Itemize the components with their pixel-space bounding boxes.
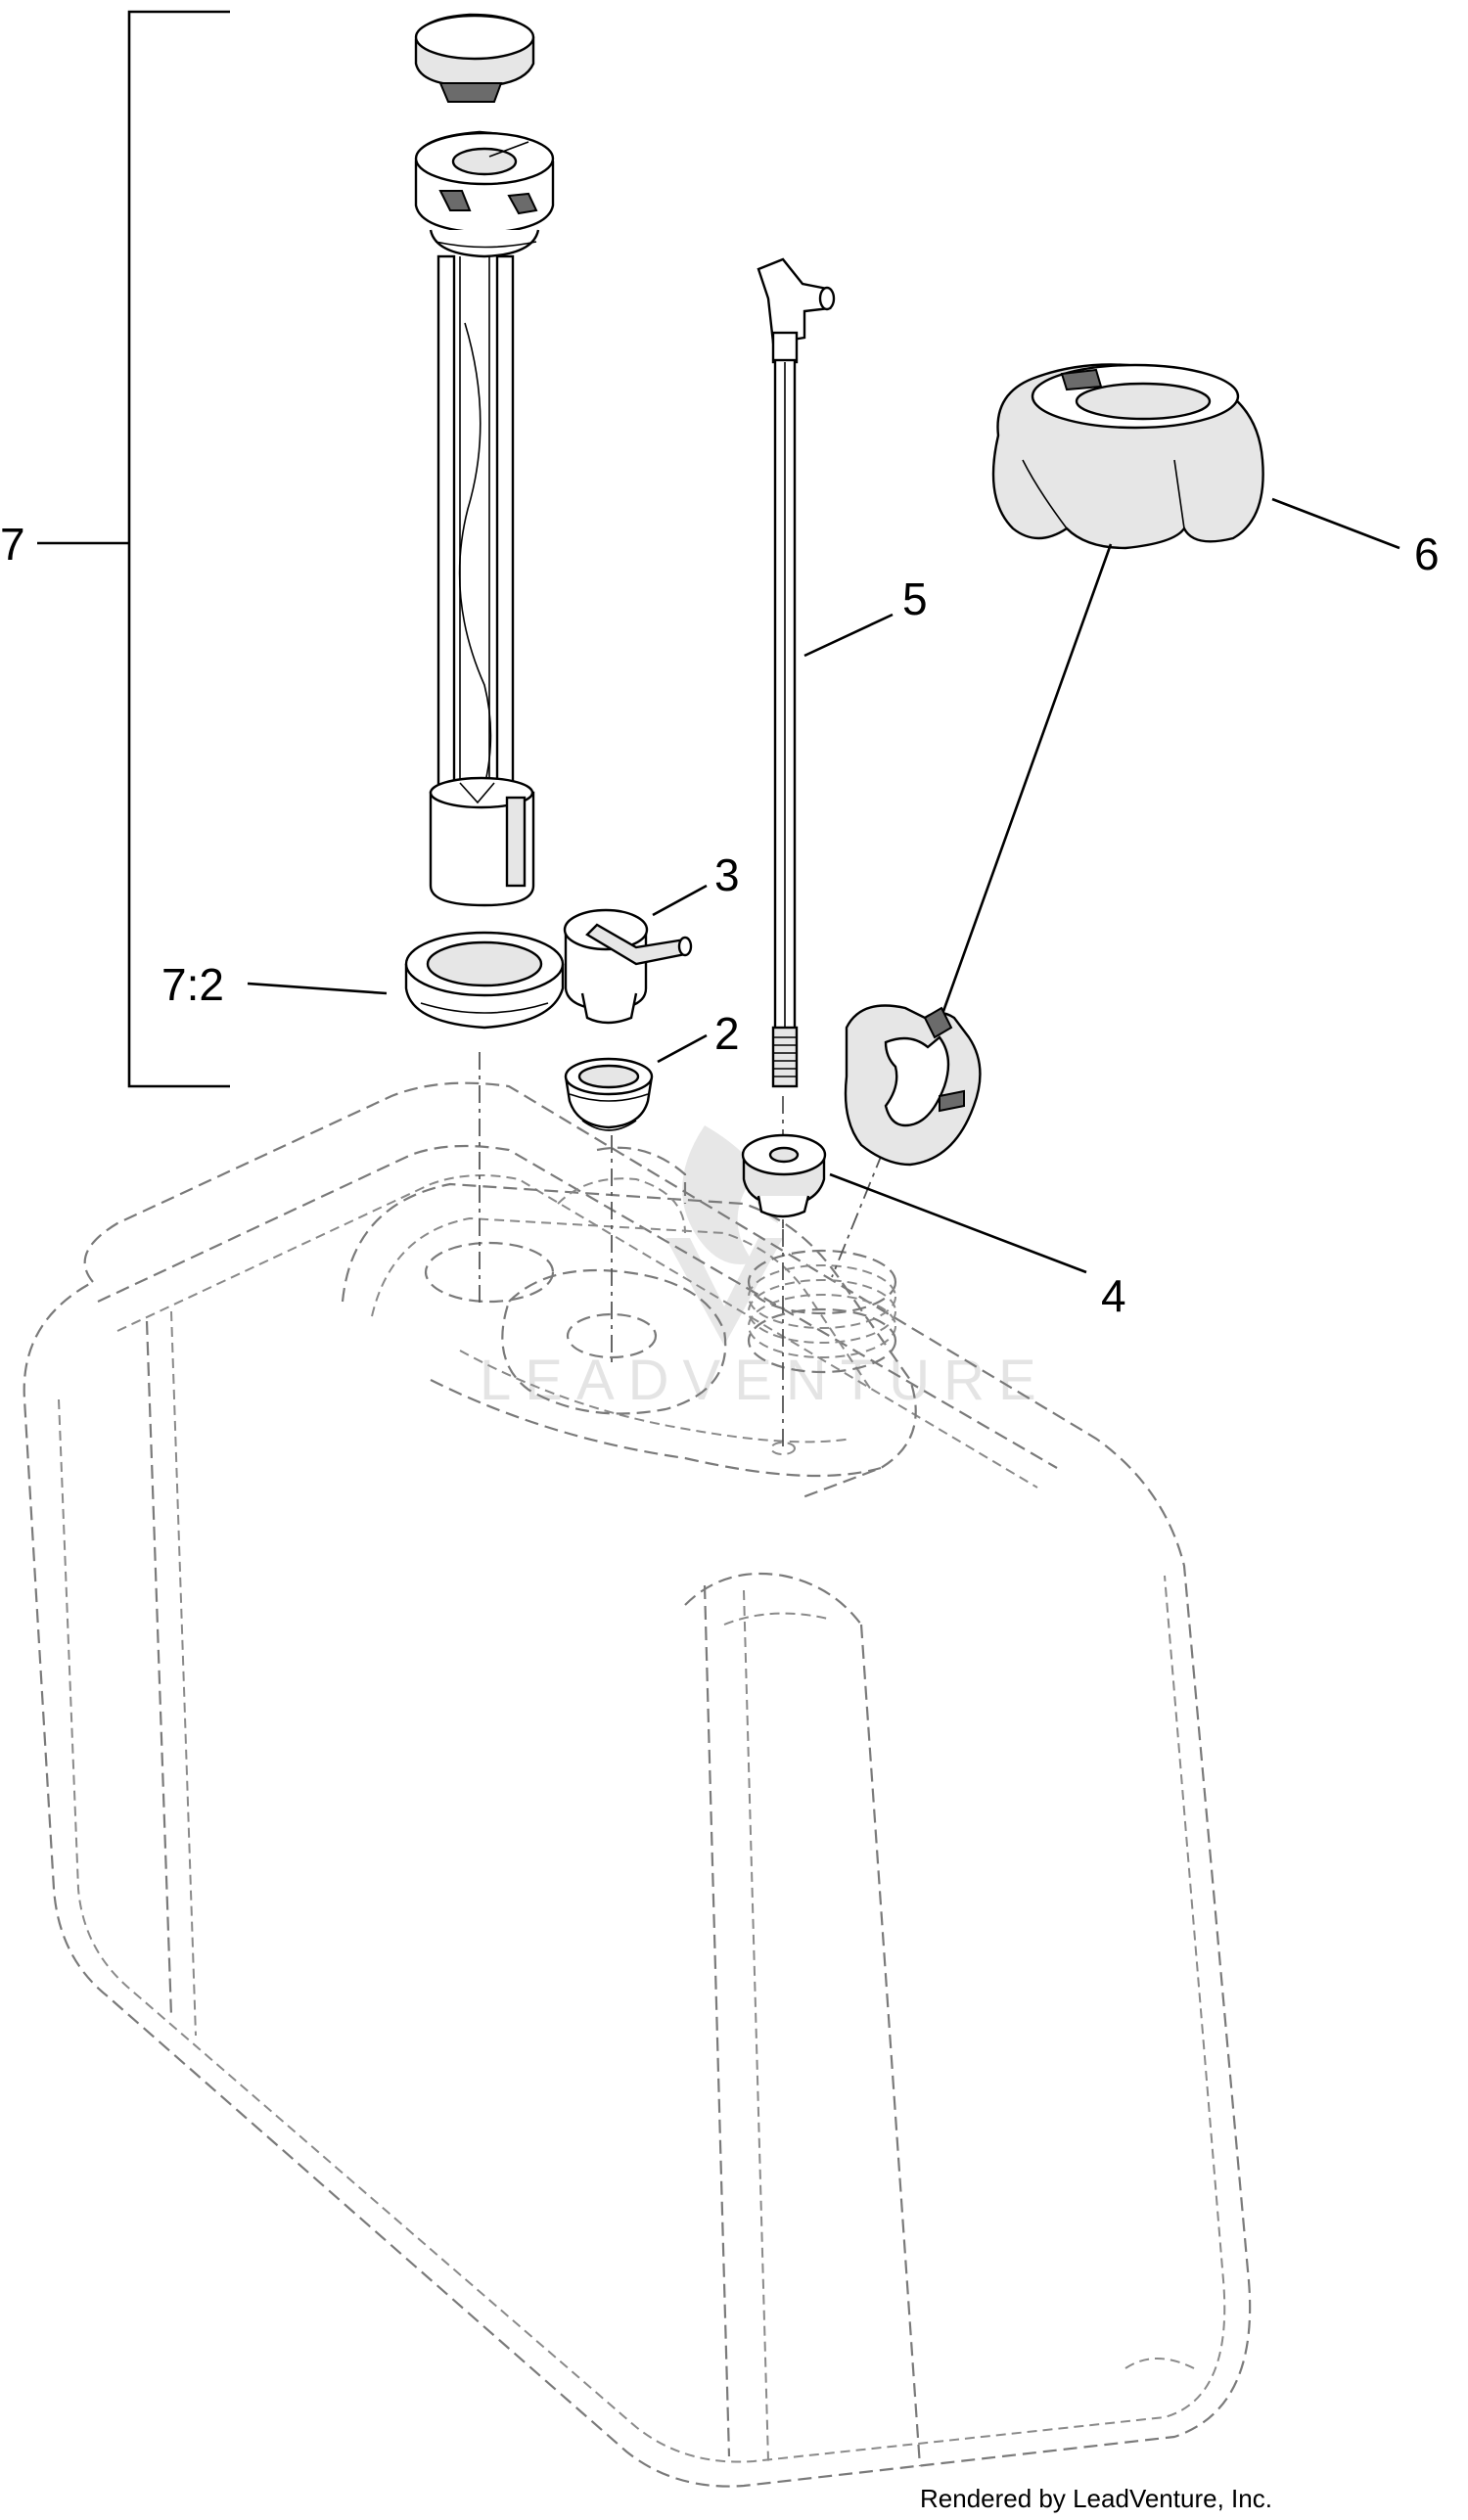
callout-6: 6 xyxy=(1271,497,1440,579)
filler-neck-threads xyxy=(747,1249,897,1374)
callout-label-4: 4 xyxy=(1101,1270,1126,1321)
sender-float xyxy=(429,776,535,907)
footer-credit: Rendered by LeadVenture, Inc. xyxy=(920,2484,1272,2513)
part-4-grommet xyxy=(741,1133,827,1218)
part-5-pickup-tube xyxy=(757,257,836,1088)
part-2-bushing xyxy=(564,1057,654,1131)
sender-top-cap xyxy=(414,13,535,103)
callout-label-7-2: 7:2 xyxy=(161,959,224,1010)
callout-5: 5 xyxy=(803,573,928,658)
fuel-tank xyxy=(23,1081,1252,2488)
callout-label-2: 2 xyxy=(714,1008,740,1059)
callout-7: 7 xyxy=(0,10,230,1088)
sender-flange-head xyxy=(414,130,555,258)
callout-label-7: 7 xyxy=(0,519,25,570)
part-6-fuel-cap xyxy=(844,363,1264,1167)
callout-4: 4 xyxy=(829,1172,1126,1321)
part-7-fuel-sender xyxy=(414,13,555,907)
callout-label-3: 3 xyxy=(714,849,740,900)
part-3-vent-fitting xyxy=(563,908,693,1025)
sender-tubes xyxy=(436,254,515,816)
part-7-2-grommet xyxy=(404,931,565,1030)
callout-2: 2 xyxy=(657,1008,740,1064)
watermark-text: LEADVENTURE xyxy=(480,1349,1050,1412)
callout-3: 3 xyxy=(652,849,740,917)
callout-label-5: 5 xyxy=(902,573,928,624)
callout-7-2: 7:2 xyxy=(161,959,388,1010)
callout-label-6: 6 xyxy=(1414,528,1440,579)
